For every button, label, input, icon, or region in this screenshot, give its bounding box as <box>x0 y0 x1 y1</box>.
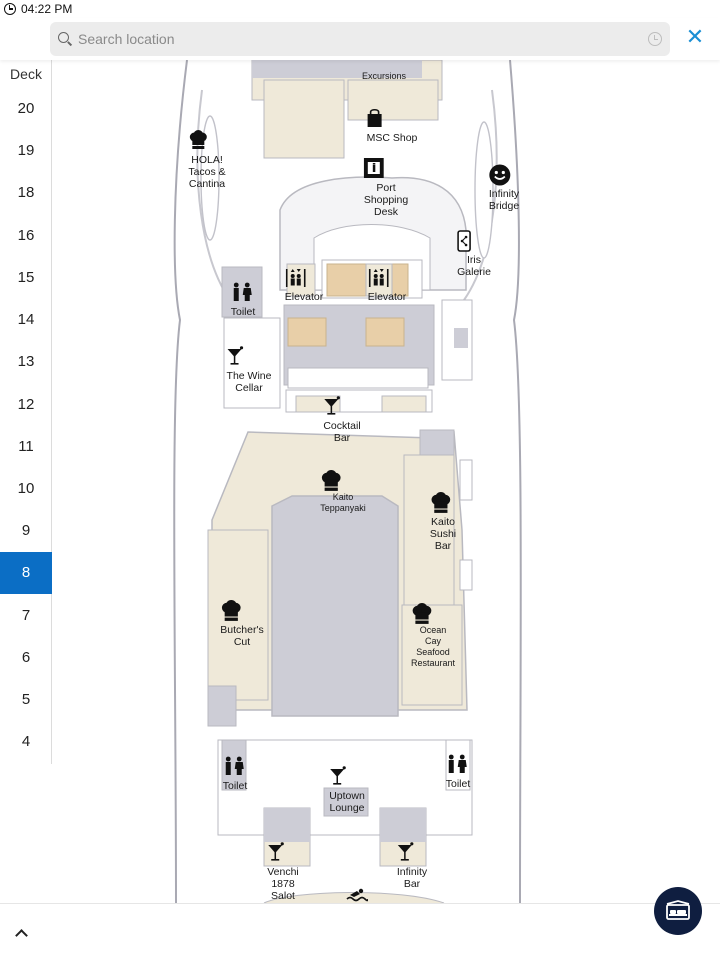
cocktail-glass-icon <box>397 842 414 861</box>
chef-hat-icon <box>412 603 432 624</box>
clock-icon <box>4 3 16 15</box>
toilet-icon <box>233 282 252 301</box>
deck-selector-title: Deck <box>10 66 42 82</box>
poi-kaito-teppanyaki-label: Kaito Teppanyaki <box>320 492 366 513</box>
poi-venchi-label: Venchi 1878 Salot <box>267 866 299 902</box>
poi-elevator-right-label: Elevator <box>367 291 407 303</box>
chevron-up-icon[interactable] <box>12 924 30 942</box>
shopping-bag-icon <box>367 108 382 127</box>
poi-butchers-cut[interactable]: Butcher's Cut <box>220 600 264 648</box>
poi-toilet-upper[interactable]: Toilet <box>230 282 256 318</box>
chef-hat-icon <box>189 130 207 149</box>
poi-msc-shop-label: MSC Shop <box>366 132 418 144</box>
deck-item-14[interactable]: 14 <box>17 311 35 328</box>
poi-toilet-lower-right[interactable]: Toilet <box>445 754 471 790</box>
poi-excursions-label: Excursions <box>361 71 407 81</box>
deck-item-13[interactable]: 13 <box>17 353 35 370</box>
poi-uptown-lounge[interactable]: Uptown Lounge <box>329 766 365 814</box>
poi-elevator-right[interactable]: Elevator <box>367 267 407 303</box>
cocktail-glass-icon <box>330 766 346 785</box>
deck-item-20[interactable]: 20 <box>17 100 35 117</box>
poi-toilet-lower-left[interactable]: Toilet <box>222 756 248 792</box>
poi-kaito-sushi-bar[interactable]: Kaito Sushi Bar <box>430 492 456 552</box>
poi-iris-galerie[interactable]: Iris Galerie <box>457 230 491 278</box>
poi-ocean-cay-label: Ocean Cay Seafood Restaurant <box>410 625 456 668</box>
poi-cocktail-bar-label: Cocktail Bar <box>323 420 361 444</box>
poi-toilet-upper-label: Toilet <box>230 306 256 318</box>
poi-hola-tacos-label: HOLA! Tacos & Cantina <box>188 154 226 190</box>
deck-item-6[interactable]: 6 <box>21 649 31 666</box>
deck-item-9[interactable]: 9 <box>21 522 31 539</box>
toilet-icon <box>225 756 244 775</box>
poi-elevator-left[interactable]: Elevator <box>284 267 324 303</box>
poi-infinity-bar[interactable]: Infinity Bar <box>397 842 427 890</box>
poi-toilet-lower-left-label: Toilet <box>222 780 248 792</box>
poi-msc-shop[interactable]: MSC Shop <box>366 108 418 144</box>
search-box[interactable] <box>50 22 670 56</box>
elevator-icon <box>285 269 306 287</box>
poi-toilet-lower-right-label: Toilet <box>445 778 471 790</box>
close-button[interactable]: ✕ <box>685 24 705 49</box>
poi-hola-tacos[interactable]: HOLA! Tacos & Cantina <box>188 130 226 190</box>
poi-elevator-left-label: Elevator <box>284 291 324 303</box>
status-bar: 04:22 PM <box>0 0 720 18</box>
cocktail-glass-icon <box>268 842 284 861</box>
chef-hat-icon <box>431 492 451 513</box>
poi-ocean-cay[interactable]: Ocean Cay Seafood Restaurant <box>411 603 455 669</box>
poi-kaito-teppanyaki[interactable]: Kaito Teppanyaki <box>320 470 366 514</box>
poi-infinity-bar-label: Infinity Bar <box>396 866 428 890</box>
deck-item-12[interactable]: 12 <box>17 396 35 413</box>
chef-hat-icon <box>321 470 341 491</box>
phone-share-icon <box>457 230 471 252</box>
deck-item-16[interactable]: 16 <box>17 227 35 244</box>
deck-item-18[interactable]: 18 <box>17 184 35 201</box>
deck-item-4[interactable]: 4 <box>21 733 31 750</box>
cocktail-glass-icon <box>227 346 244 365</box>
deck-item-8[interactable]: 8 <box>0 552 52 594</box>
poi-excursions[interactable]: Excursions <box>362 60 406 82</box>
deck-item-5[interactable]: 5 <box>21 691 31 708</box>
deck-item-11[interactable]: 11 <box>18 438 34 455</box>
smiley-icon <box>489 164 511 186</box>
deck-plan-map[interactable]: Excursions MSC Shop HOLA! Tacos & Cantin… <box>52 60 720 903</box>
poi-port-shopping-desk[interactable]: Port Shopping Desk <box>363 158 409 218</box>
swimmer-icon <box>346 888 368 902</box>
cocktail-glass-icon <box>324 396 340 415</box>
deck-item-15[interactable]: 15 <box>17 269 35 286</box>
poi-wine-cellar[interactable]: The Wine Cellar <box>226 346 272 394</box>
deck-item-10[interactable]: 10 <box>17 480 35 497</box>
deck-selector: Deck 20 19 18 16 15 14 13 12 11 10 9 8 7… <box>0 60 52 764</box>
deck-plan-drawing <box>173 60 522 903</box>
bed-icon <box>666 900 690 920</box>
deck-item-7[interactable]: 7 <box>21 607 31 624</box>
search-input[interactable] <box>78 31 638 47</box>
info-desk-icon <box>363 158 384 178</box>
poi-port-shopping-desk-label: Port Shopping Desk <box>363 182 409 218</box>
poi-cocktail-bar[interactable]: Cocktail Bar <box>323 396 361 444</box>
search-icon <box>58 32 72 46</box>
poi-uptown-lounge-label: Uptown Lounge <box>329 790 365 814</box>
poi-butchers-cut-label: Butcher's Cut <box>220 624 264 648</box>
poi-infinity-bridge-label: Infinity Bridge <box>488 188 520 212</box>
search-header: ✕ <box>0 18 720 60</box>
poi-infinity-bridge[interactable]: Infinity Bridge <box>489 164 519 212</box>
chef-hat-icon <box>221 600 241 621</box>
poi-wine-cellar-label: The Wine Cellar <box>226 370 272 394</box>
poi-kaito-sushi-bar-label: Kaito Sushi Bar <box>429 516 457 552</box>
elevator-icon <box>368 269 389 287</box>
bottom-bar <box>0 887 720 960</box>
status-time: 04:22 PM <box>21 2 73 16</box>
poi-venchi[interactable]: Venchi 1878 Salot <box>267 842 299 902</box>
my-cabin-button[interactable] <box>654 887 702 935</box>
poi-iris-galerie-label: Iris Galerie <box>457 254 491 278</box>
toilet-icon <box>448 754 467 773</box>
deck-item-19[interactable]: 19 <box>17 142 35 159</box>
history-icon[interactable] <box>648 32 662 46</box>
